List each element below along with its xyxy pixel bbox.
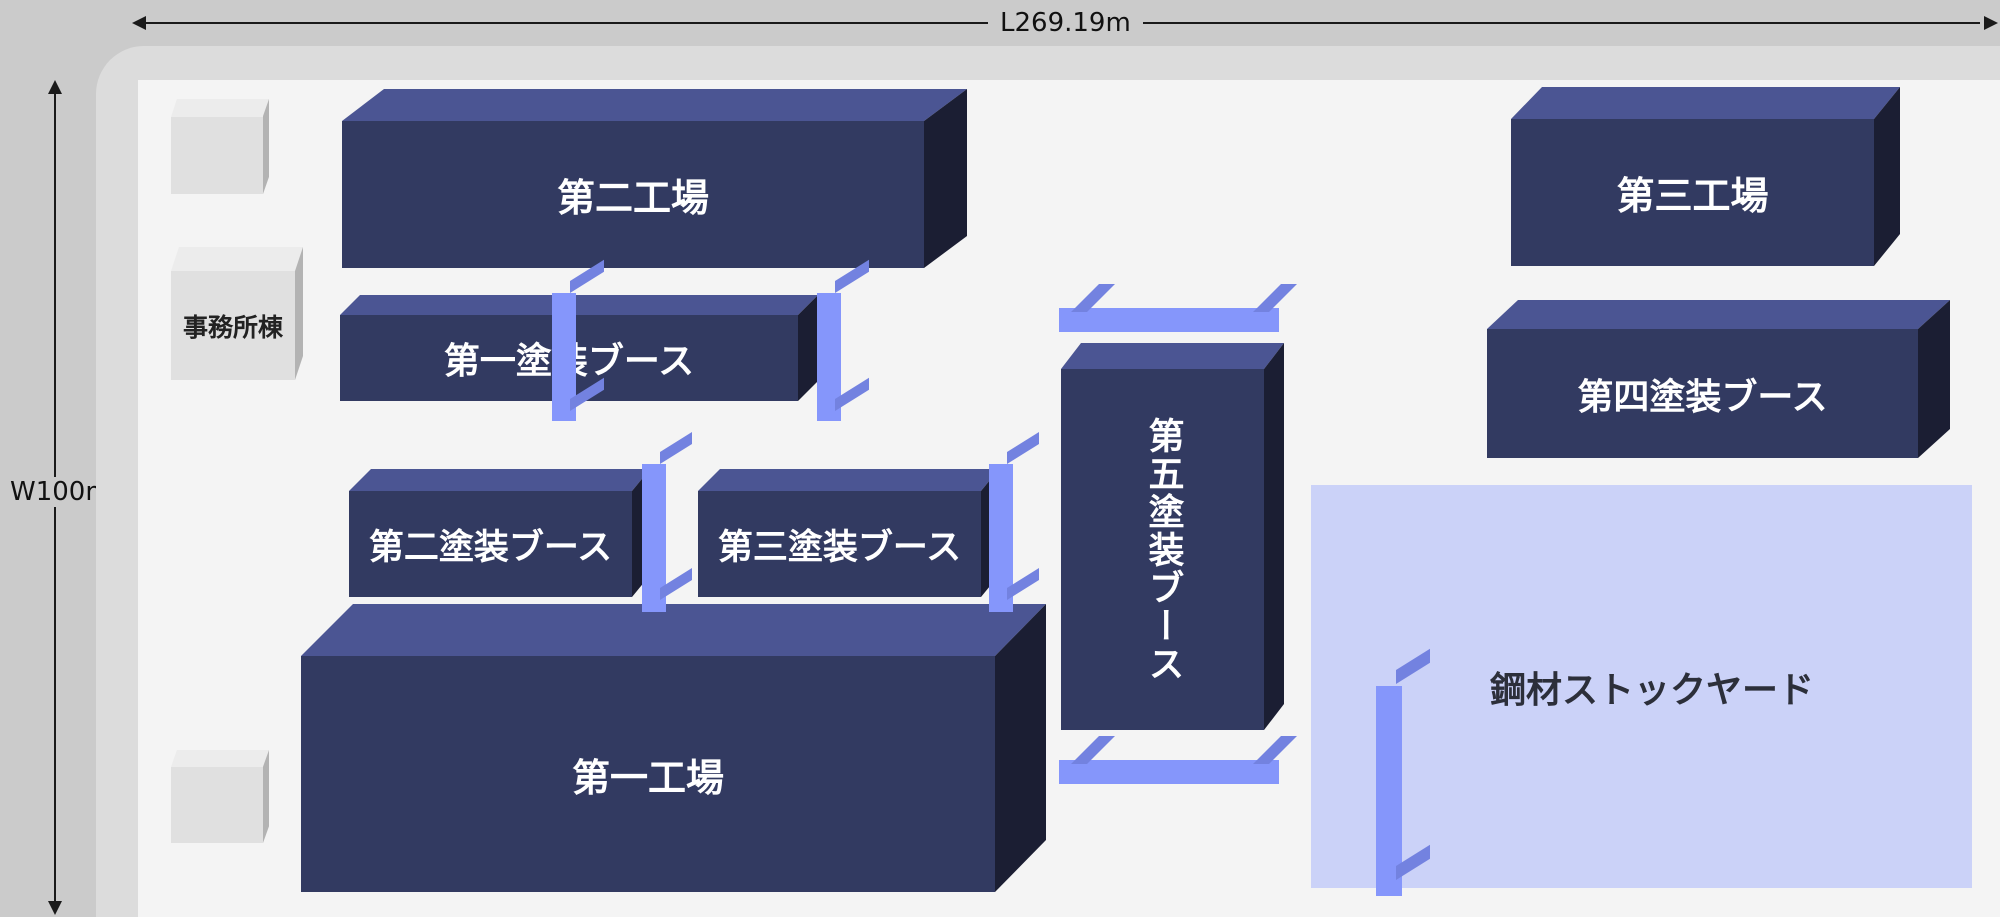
factory-2-label: 第二工場 <box>342 121 924 268</box>
steel-stock-yard[interactable] <box>1311 485 1972 888</box>
building-side <box>1264 343 1284 730</box>
factory-3-label: 第三工場 <box>1511 119 1874 266</box>
width-label: W100m <box>0 477 111 507</box>
building-side <box>295 247 303 380</box>
width-arrow-bottom <box>48 901 62 915</box>
building-roof <box>342 89 967 121</box>
crane-rail <box>1059 308 1279 332</box>
crane-rail <box>1059 760 1279 784</box>
building-roof <box>340 295 818 315</box>
length-arrow-right <box>1984 16 1998 30</box>
building-side <box>798 295 818 401</box>
paint-booth-2[interactable]: 第二塗装ブース <box>349 469 650 597</box>
building-roof <box>171 247 303 271</box>
building-side <box>924 89 967 268</box>
paint-booth-4-label: 第四塗装ブース <box>1487 329 1918 458</box>
paint-booth-3[interactable]: 第三塗装ブース <box>698 469 999 597</box>
building-roof <box>301 604 1046 656</box>
building-roof <box>171 99 269 117</box>
small-building-bottom[interactable] <box>171 750 269 843</box>
factory-3[interactable]: 第三工場 <box>1511 87 1900 266</box>
building-side <box>263 750 269 843</box>
paint-booth-3-label: 第三塗装ブース <box>698 491 981 597</box>
paint-booth-5[interactable]: 第五塗装ブース <box>1061 343 1284 730</box>
building-roof <box>1061 343 1284 369</box>
small-building-top[interactable] <box>171 99 269 194</box>
building-roof <box>1511 87 1900 119</box>
crane-rail <box>1376 686 1402 896</box>
steel-stock-yard-label: 鋼材ストックヤード <box>1490 670 1815 711</box>
paint-booth-5-label: 第五塗装ブース <box>1061 369 1264 730</box>
length-label: L269.19m <box>988 8 1143 38</box>
building-roof <box>1487 300 1950 329</box>
factory-1[interactable]: 第一工場 <box>301 604 1046 892</box>
paint-booth-2-label: 第二塗装ブース <box>349 491 632 597</box>
factory-1-label: 第一工場 <box>301 656 995 892</box>
building-roof <box>171 750 269 767</box>
building-side <box>263 99 269 194</box>
paint-booth-4[interactable]: 第四塗装ブース <box>1487 300 1950 458</box>
building-side <box>995 604 1046 892</box>
building-side <box>1874 87 1900 266</box>
building-roof <box>698 469 999 491</box>
office-label: 事務所棟 <box>171 271 295 380</box>
building-roof <box>349 469 650 491</box>
paint-booth-1[interactable]: 第一塗装ブース <box>340 295 818 401</box>
building-side <box>1918 300 1950 458</box>
length-arrow-left <box>132 16 146 30</box>
factory-2[interactable]: 第二工場 <box>342 89 967 268</box>
width-arrow-top <box>48 80 62 94</box>
office-building[interactable]: 事務所棟 <box>171 247 303 380</box>
